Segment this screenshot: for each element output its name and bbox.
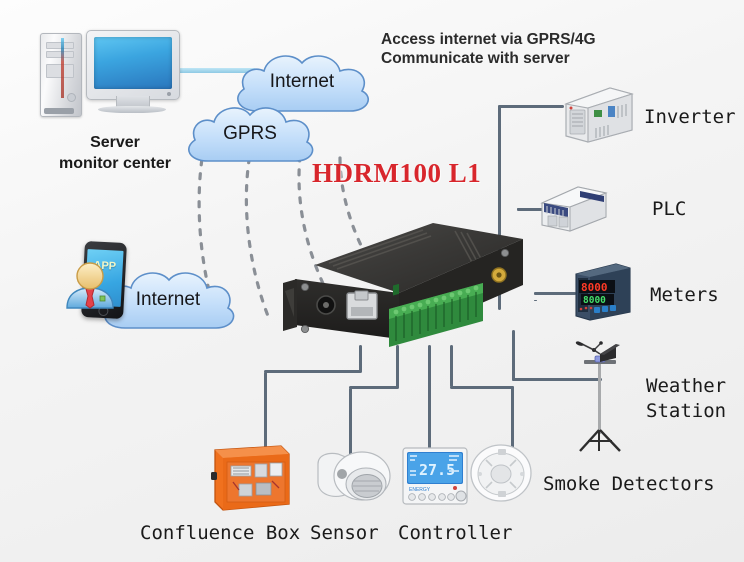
cloud-internet-top: Internet: [228, 45, 376, 120]
inverter-icon[interactable]: [562, 84, 634, 146]
wire-to-plc: [517, 208, 543, 211]
wire-plc-branch: [517, 208, 520, 211]
wire-sensor-v2: [396, 345, 399, 388]
wire-to-inverter: [498, 105, 564, 108]
wire-meters-branch: [534, 292, 537, 295]
wire-smoke-v2: [511, 386, 514, 448]
thermostat-controller-icon[interactable]: 27.5 ENERGY: [401, 446, 469, 506]
inverter-label: Inverter: [644, 106, 736, 128]
user-avatar-icon: [62, 258, 118, 314]
plc-label: PLC: [652, 198, 687, 220]
weather-station-label: Weather Station: [646, 375, 727, 422]
smoke-detector-icon[interactable]: [470, 444, 532, 502]
desktop-tower-icon: [40, 33, 82, 117]
svg-text:ENERGY: ENERGY: [409, 487, 431, 493]
cloud-gprs-label: GPRS: [223, 123, 277, 144]
server-monitor-center[interactable]: [40, 30, 190, 125]
meters-label: Meters: [650, 284, 719, 306]
wire-meters-trunk: [534, 300, 537, 301]
cloud-internet-top-label: Internet: [269, 71, 335, 92]
smoke-detectors-label: Smoke Detectors: [543, 473, 715, 495]
plc-module-icon[interactable]: [538, 185, 610, 233]
wire-server-to-internet: [178, 68, 256, 73]
hdrm100-gateway-device[interactable]: [283, 217, 523, 347]
wire-sensor-h: [349, 386, 399, 389]
panel-meter-icon[interactable]: 8000 8000: [572, 262, 634, 322]
controller-display: 27.5: [419, 461, 455, 479]
sensor-label: Sensor: [310, 522, 379, 544]
annotation-text: Access internet via GPRS/4G Communicate …: [381, 31, 596, 67]
wire-confluence-v1: [264, 372, 267, 452]
pir-sensor-icon[interactable]: [314, 450, 392, 505]
combiner-box-icon[interactable]: [209, 442, 295, 512]
cloud-gprs: GPRS: [180, 98, 320, 170]
wire-weather-branch: [512, 330, 515, 381]
wire-to-weather: [512, 378, 602, 381]
weather-station-icon[interactable]: [570, 338, 632, 453]
page-title: HDRM100 L1: [312, 158, 482, 188]
wire-to-meters: [534, 292, 576, 295]
server-monitor-center-label: Server monitor center: [58, 134, 171, 172]
wire-smoke-v1: [450, 345, 453, 387]
monitor-icon: [86, 30, 180, 100]
wire-sensor-v1: [349, 388, 352, 458]
cloud-internet-mobile-label: Internet: [135, 289, 201, 310]
wire-smoke-h: [450, 386, 514, 389]
meter-display-bottom: 8000: [583, 295, 606, 306]
wire-gateway-right-trunk: [498, 105, 501, 310]
controller-label: Controller: [398, 522, 513, 544]
meter-display-top: 8000: [581, 281, 608, 294]
wire-confluence-v2: [359, 345, 362, 372]
confluence-box-label: Confluence Box: [140, 522, 301, 544]
wire-confluence-h: [264, 370, 362, 373]
wire-controller-v: [428, 345, 431, 455]
